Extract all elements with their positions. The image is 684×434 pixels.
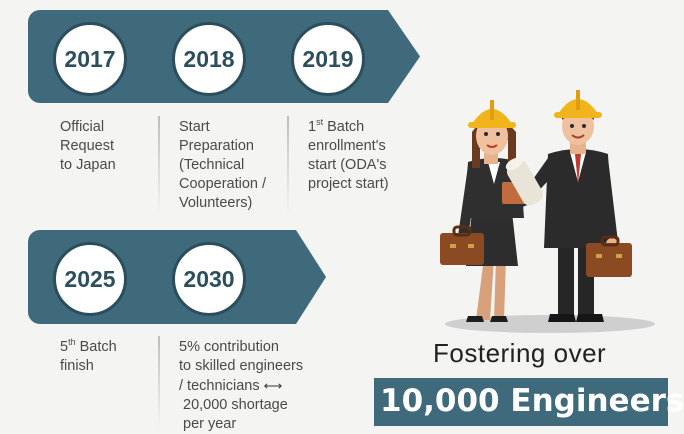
banner-text: 10,000 Engineers [380, 383, 684, 419]
year-circle-2018: 2018 [172, 22, 246, 96]
year-label: 2017 [64, 45, 116, 72]
year-label: 2025 [64, 265, 116, 292]
tagline-text: Fostering over [433, 338, 607, 368]
divider [158, 336, 160, 428]
divider [158, 116, 160, 216]
milestone-2019-text: 1st Batch enrollment's start (ODA's proj… [308, 117, 389, 193]
year-label: 2018 [183, 45, 235, 72]
year-circle-2030: 2030 [172, 242, 246, 316]
divider [287, 116, 289, 216]
year-circle-2019: 2019 [291, 22, 365, 96]
blueprint-roll-icon [505, 157, 544, 206]
milestone-2018-text: Start Preparation (Technical Cooperation… [179, 119, 267, 211]
year-circle-2025: 2025 [53, 242, 127, 316]
left-right-arrow-icon: ⟷ [263, 378, 283, 393]
milestone-2025-text: 5th Batch finish [60, 337, 117, 375]
year-label: 2019 [302, 45, 354, 72]
male-engineer-figure [505, 90, 632, 322]
milestone-2030-text: 5% contribution to skilled engineers / t… [179, 339, 304, 432]
engineers-illustration [440, 90, 655, 333]
female-engineer-figure [440, 100, 530, 322]
engineers-banner: 10,000 Engineers [374, 378, 684, 426]
year-circle-2017: 2017 [53, 22, 127, 96]
milestone-2017-text: Official Request to Japan [60, 119, 116, 173]
year-label: 2030 [183, 265, 235, 292]
